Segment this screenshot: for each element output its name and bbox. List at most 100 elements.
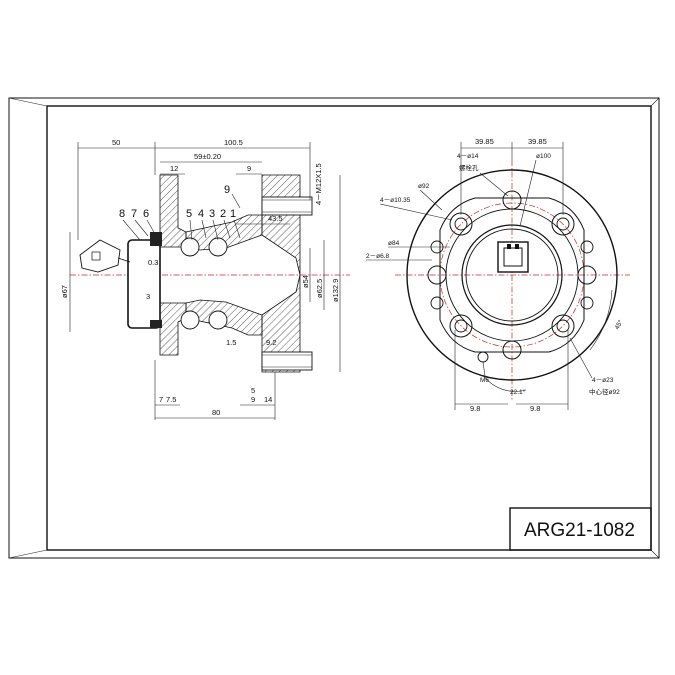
flange-section-top <box>159 174 187 248</box>
label-holes-6-8: 2－ø6.8 <box>366 253 390 260</box>
dim-100-5: 100.5 <box>224 138 243 147</box>
mount-hole-left <box>427 265 447 285</box>
leader-9 <box>231 193 241 209</box>
frame-corner-br <box>650 549 660 559</box>
leader-8 <box>122 219 141 241</box>
seal-top <box>150 232 162 246</box>
leader-holes-14 <box>479 172 509 197</box>
label-holes-23: 4－ø23 <box>592 377 614 384</box>
part-num-2: 2 <box>220 208 226 220</box>
dim-50: 50 <box>112 138 120 147</box>
dim-12: 12 <box>170 164 178 173</box>
leader-5 <box>189 219 193 241</box>
outer-hole-tr <box>580 240 594 254</box>
leader-phi100 <box>519 159 537 227</box>
label-phi100: ø100 <box>536 153 551 160</box>
stud-hole-bl <box>449 314 473 338</box>
sensor-cap <box>127 239 161 329</box>
frame-corner-tl <box>8 97 48 107</box>
m6-hole <box>477 351 489 363</box>
leader-1 <box>233 219 241 239</box>
dim-1-5: 1.5 <box>226 338 236 347</box>
mount-hole-top <box>502 190 522 210</box>
center-connector-inner <box>503 247 523 267</box>
flange-section-bottom <box>159 302 187 356</box>
label-m6: M6 <box>480 377 489 384</box>
outer-hole-bl <box>430 296 444 310</box>
leader-m6 <box>482 361 486 377</box>
dim-9-2: 9.2 <box>266 338 276 347</box>
dim-5: 5 <box>251 386 255 395</box>
stud-hole-br-in <box>556 319 570 333</box>
label-phi92: ø92 <box>418 183 430 190</box>
hub-bore-outer <box>461 224 563 326</box>
label-center-92: 中心径ø92 <box>589 387 620 396</box>
wheel-stud-bottom <box>261 351 313 371</box>
bearing-ball-bottom-right <box>208 310 228 330</box>
label-phi84: ø84 <box>388 240 400 247</box>
label-22-1: 22.1° <box>510 388 526 396</box>
wheel-flange-top <box>261 174 301 276</box>
center-connector <box>497 241 529 273</box>
dim-phi54: ø54 <box>301 275 310 288</box>
leader-phi92 <box>419 189 443 211</box>
front-view: 39.85 39.85 4－ø14 ø100 螺栓孔 ø92 4－ø10.35 … <box>366 137 630 413</box>
label-holes-10-35: 4－ø10.35 <box>380 197 411 204</box>
connector-pin-left <box>507 244 511 249</box>
mount-hole-right <box>577 265 597 285</box>
label-45: 45° <box>613 318 625 331</box>
stud-hole-tr-in <box>556 217 570 231</box>
label-holes-14: 4－ø14 <box>457 153 479 160</box>
dim-39-85-right: 39.85 <box>528 137 547 146</box>
part-num-4: 4 <box>198 208 204 220</box>
dim-9-8-right: 9.8 <box>530 404 540 413</box>
connector-pin-right <box>515 244 519 249</box>
leader-2 <box>223 219 231 239</box>
dim-m12-thread: 4－M12X1.5 <box>314 163 323 205</box>
part-number: ARG21-1082 <box>524 520 635 541</box>
bearing-ball-bottom-left <box>180 310 200 330</box>
dim-80: 80 <box>212 408 220 417</box>
part-num-9: 9 <box>224 184 230 196</box>
dim-43-5: 43.5 <box>268 214 283 223</box>
leader-6 <box>146 219 156 235</box>
stud-hole-tl-in <box>454 217 468 231</box>
mount-hole-bottom <box>502 340 522 360</box>
dim-9-8-left: 9.8 <box>470 404 480 413</box>
arc-45 <box>589 289 613 351</box>
side-view: 50 100.5 59±0.20 12 9 4－M12X1.5 43.5 9 8… <box>60 138 350 420</box>
part-num-6: 6 <box>143 208 149 220</box>
leader-holes-23 <box>569 337 593 379</box>
dim-0-3: 0.3 <box>148 258 158 267</box>
connector-pin <box>91 251 101 261</box>
label-screw-hole: 螺栓孔 <box>459 163 479 172</box>
dim-59: 59±0.20 <box>194 152 221 161</box>
hub-bore-inner <box>465 228 559 322</box>
frame-corner-tr <box>650 97 660 107</box>
dim-7-5: 7.5 <box>166 395 176 404</box>
sensor-wire <box>117 257 131 263</box>
dim-14: 14 <box>264 395 272 404</box>
outer-frame <box>8 97 660 559</box>
stud-hole-bl-in <box>454 319 468 333</box>
inner-flange-outline <box>439 197 585 353</box>
dim-phi62-5: ø62.5 <box>315 279 324 298</box>
wheel-stud-top <box>261 196 313 216</box>
dim-phi67: ø67 <box>60 285 69 298</box>
part-num-3: 3 <box>209 208 215 220</box>
dim-3: 3 <box>146 292 150 301</box>
seal-bottom <box>150 320 162 328</box>
inner-frame <box>46 105 652 551</box>
bearing-ball-top-right <box>208 237 228 257</box>
part-num-1: 1 <box>230 208 236 220</box>
title-block <box>509 507 652 551</box>
bearing-ball-top-left <box>180 237 200 257</box>
leader-7 <box>134 219 149 237</box>
dim-9: 9 <box>247 164 251 173</box>
stud-hole-tl <box>449 212 473 236</box>
frame-corner-bl <box>8 549 48 559</box>
part-num-5: 5 <box>186 208 192 220</box>
leader-3 <box>212 219 219 241</box>
dim-phi132-9: ø132.9 <box>331 279 340 302</box>
